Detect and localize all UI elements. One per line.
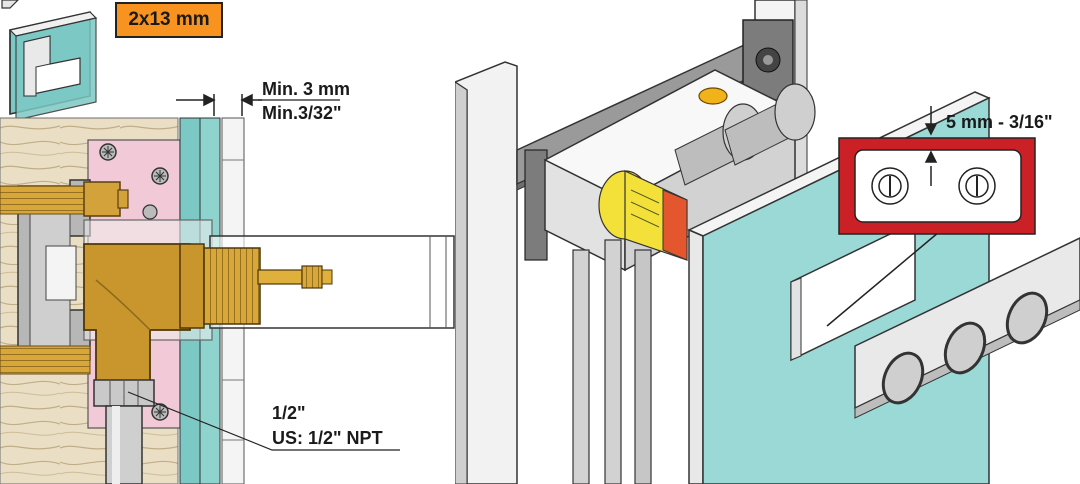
threaded-rod bbox=[0, 345, 91, 375]
mounting-bracket bbox=[524, 19, 794, 261]
drywall-corner-icon bbox=[1, 0, 98, 121]
threaded-stem bbox=[203, 247, 261, 325]
supply-pipes bbox=[572, 239, 652, 484]
plaster-guard-label bbox=[598, 170, 688, 261]
thickness-badge: 2x13 mm bbox=[115, 2, 223, 38]
brass-nut bbox=[83, 181, 121, 217]
section-diagram bbox=[0, 0, 455, 484]
mount-screw bbox=[99, 143, 117, 161]
connection-size-label: 1/2" bbox=[272, 403, 306, 423]
connection-leader bbox=[127, 391, 400, 451]
valve-body bbox=[83, 243, 333, 385]
connection-thread-label: US: 1/2" NPT bbox=[272, 428, 383, 448]
plate-gap-dimension bbox=[924, 106, 938, 186]
valve-outlet bbox=[724, 83, 816, 166]
threaded-rod bbox=[0, 185, 91, 215]
install-diagram bbox=[455, 0, 1080, 484]
min-gap-imperial-label: Min.3/32" bbox=[262, 103, 342, 123]
gap-dimension bbox=[176, 93, 262, 116]
trim-plate bbox=[854, 237, 1080, 419]
valve-symbol-icon bbox=[838, 137, 1036, 235]
mount-screw bbox=[151, 403, 169, 421]
plate-gap-label: 5 mm - 3/16" bbox=[946, 112, 1053, 132]
mount-screw bbox=[151, 167, 169, 185]
supply-pipe bbox=[105, 405, 143, 484]
highlight-leader bbox=[826, 231, 940, 327]
min-gap-metric-label: Min. 3 mm bbox=[262, 79, 351, 99]
